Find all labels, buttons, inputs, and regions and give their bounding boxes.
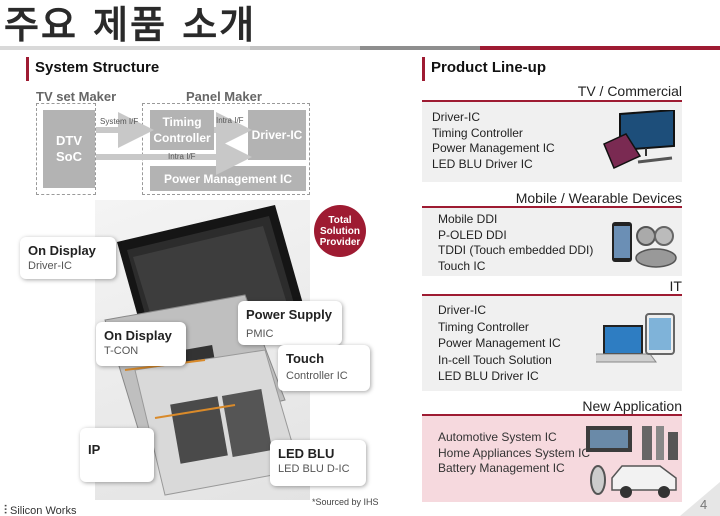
battery-cell-shape (170, 396, 228, 464)
dtv-soc-box: DTV SoC (43, 110, 95, 188)
system-if-label: System I/F (100, 117, 139, 126)
category-panel-tv-commercial: Driver-IC Timing Controller Power Manage… (422, 102, 682, 182)
product-list: Automotive System IC Home Appliances Sys… (438, 430, 590, 477)
category-panel-mobile-wearable: Mobile DDI P-OLED DDI TDDI (Touch embedd… (422, 208, 682, 276)
tv-set-maker-frame (36, 103, 96, 195)
page-corner-decoration (680, 482, 720, 516)
category-divider (422, 100, 682, 102)
car-appliance-icon (586, 426, 678, 498)
callout-on-display-driver: On Display Driver-IC (20, 237, 116, 279)
list-item: Timing Controller (438, 319, 529, 334)
category-divider (422, 414, 682, 416)
list-item: Home Appliances System IC (438, 445, 591, 460)
tv-devices-icon (603, 110, 675, 170)
category-title-new-application: New Application (582, 398, 682, 414)
product-list: Driver-IC Timing Controller Power Manage… (432, 110, 555, 172)
title-underline (480, 46, 720, 50)
page-title: 주요 제품 소개 (4, 3, 257, 47)
callout-led-blu: LED BLU LED BLU D-IC (270, 440, 366, 486)
structure-arrows (96, 112, 252, 175)
panel-maker-frame (142, 103, 310, 195)
callout-on-display-tcon: On Display T-CON (96, 322, 186, 366)
list-item: Power Management IC (438, 336, 561, 350)
tv-set-maker-label: TV set Maker (36, 89, 117, 104)
page-number: 4 (700, 497, 708, 512)
callout-touch: Touch Controller IC (278, 345, 370, 391)
list-item: TDDI (Touch embedded DDI) (438, 243, 594, 257)
callout-ip: IP (80, 428, 154, 482)
list-item: LED BLU Driver IC (438, 369, 539, 383)
source-note: *Sourced by IHS (312, 497, 379, 507)
driver-ic-box: Driver-IC (248, 110, 306, 160)
list-item: Mobile DDI (438, 212, 498, 226)
list-item: Driver-IC (438, 303, 486, 317)
category-title-tv-commercial: TV / Commercial (577, 83, 682, 99)
category-panel-it: Driver-IC Timing Controller Power Manage… (422, 296, 682, 391)
title-underline (250, 46, 360, 50)
intra-if-label-bottom: Intra I/F (168, 152, 196, 161)
logo-mark-icon: ⫶ (4, 503, 8, 516)
title-underline (0, 46, 250, 50)
section-heading-product-lineup: Product Line-up (422, 57, 546, 81)
product-list: Mobile DDI P-OLED DDI TDDI (Touch embedd… (438, 212, 593, 274)
category-panel-new-application: Automotive System IC Home Appliances Sys… (422, 416, 682, 502)
list-item: Power Management IC (432, 141, 555, 155)
list-item: Timing Controller (432, 125, 523, 140)
list-item: P-OLED DDI (438, 227, 507, 242)
list-item: LED BLU Driver IC (432, 156, 533, 171)
panel-maker-label: Panel Maker (186, 89, 262, 104)
section-heading-system-structure: System Structure (26, 57, 159, 81)
total-solution-provider-badge: Total Solution Provider (314, 205, 366, 257)
list-item: In-cell Touch Solution (438, 352, 552, 367)
intra-if-label-top: Intra I/F (216, 116, 244, 125)
mobile-devices-icon (612, 222, 677, 268)
list-item: Battery Management IC (438, 461, 565, 475)
company-logo: ⫶ Silicon Works (4, 503, 77, 516)
category-title-it: IT (669, 278, 682, 294)
list-item: Touch IC (438, 258, 486, 273)
category-title-mobile-wearable: Mobile / Wearable Devices (515, 190, 682, 206)
title-underline (360, 46, 480, 50)
category-divider (422, 206, 682, 208)
product-list: Driver-IC Timing Controller Power Manage… (438, 302, 561, 385)
list-item: Driver-IC (432, 110, 480, 124)
laptop-tablet-icon (596, 313, 675, 363)
callout-power-supply: Power Supply PMIC (238, 301, 342, 345)
flex-cable-shape (154, 404, 236, 419)
list-item: Automotive System IC (438, 430, 557, 444)
timing-controller-box: Timing Controller (150, 110, 214, 150)
category-divider (422, 294, 682, 296)
